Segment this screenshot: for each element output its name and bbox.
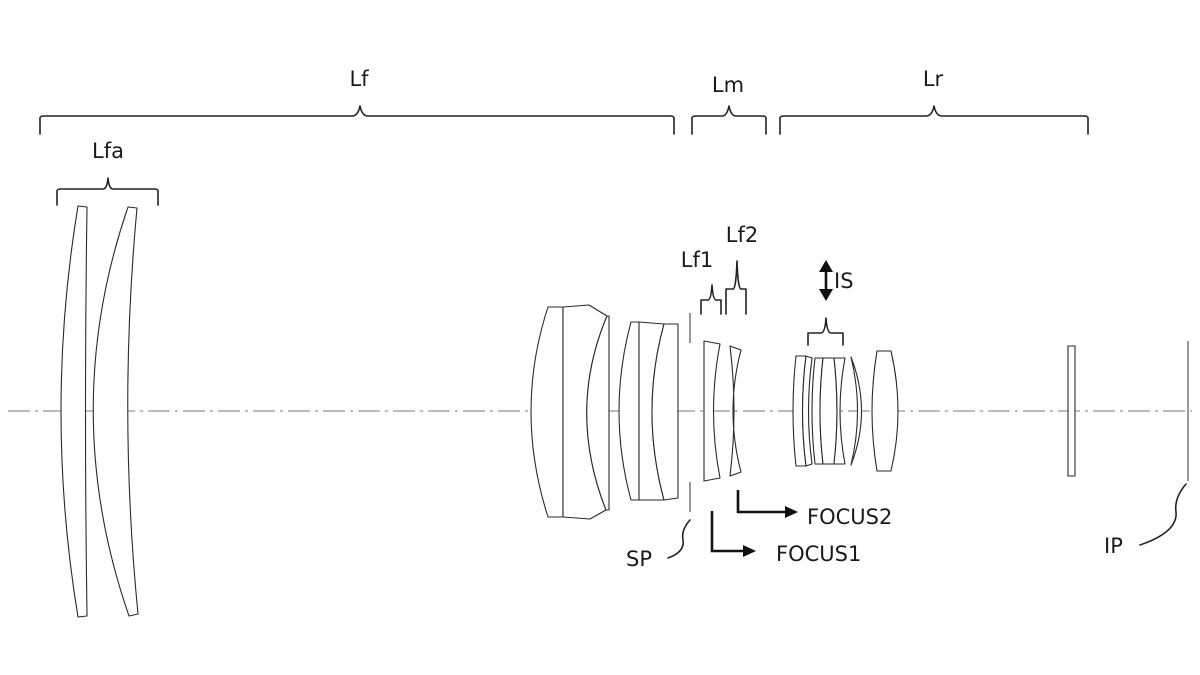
focus-1-arrow-line <box>710 511 744 553</box>
cover-glass <box>1067 345 1076 477</box>
front-subgroup-brace <box>56 177 159 206</box>
is-arrowhead-down <box>819 289 833 301</box>
image-plane-leader <box>1139 483 1187 546</box>
focus-lens-2 <box>729 345 742 477</box>
is-arrowhead-up <box>819 260 833 272</box>
middle-group-brace <box>691 105 767 135</box>
image-plane-label: IP <box>1104 534 1123 558</box>
front-cluster-lens-1 <box>530 306 564 518</box>
focus-lens-1 <box>703 340 721 482</box>
rear-lens-4 <box>871 350 899 472</box>
image-stabilizer-brace <box>807 317 844 346</box>
focus-unit-2-brace <box>725 260 747 315</box>
focus-unit-1-label: Lf1 <box>681 248 713 272</box>
rear-group-brace <box>779 105 1089 135</box>
focus-2-arrow-line <box>736 490 786 514</box>
is-lens-2 <box>819 357 838 465</box>
rear-lens-2 <box>801 355 813 467</box>
front-group-brace <box>39 105 675 135</box>
focus-unit-1-brace <box>700 284 722 315</box>
middle-group-label: Lm <box>712 73 744 97</box>
focus-2-label: FOCUS2 <box>807 505 892 529</box>
focus-unit-2-label: Lf2 <box>726 223 758 247</box>
front-meniscus-lens-1 <box>60 205 88 618</box>
aperture-stop-leader <box>667 519 691 559</box>
focus-1-label: FOCUS1 <box>776 542 861 566</box>
rear-lens-3 <box>850 356 862 466</box>
front-subgroup-label: Lfa <box>92 139 124 163</box>
rear-group-label: Lr <box>923 67 944 91</box>
front-meniscus-lens-2 <box>92 206 139 617</box>
focus-1-arrowhead <box>743 545 756 557</box>
focus-2-arrowhead <box>785 506 798 518</box>
front-group-label: Lf <box>349 67 369 91</box>
front-cluster-lens-4 <box>618 321 640 501</box>
front-cluster-lens-3 <box>586 315 610 511</box>
is-lens-3 <box>833 357 846 465</box>
aperture-stop-label: SP <box>626 547 652 571</box>
image-stabilizer-label: IS <box>834 269 854 293</box>
front-cluster-lens-6 <box>651 323 679 501</box>
